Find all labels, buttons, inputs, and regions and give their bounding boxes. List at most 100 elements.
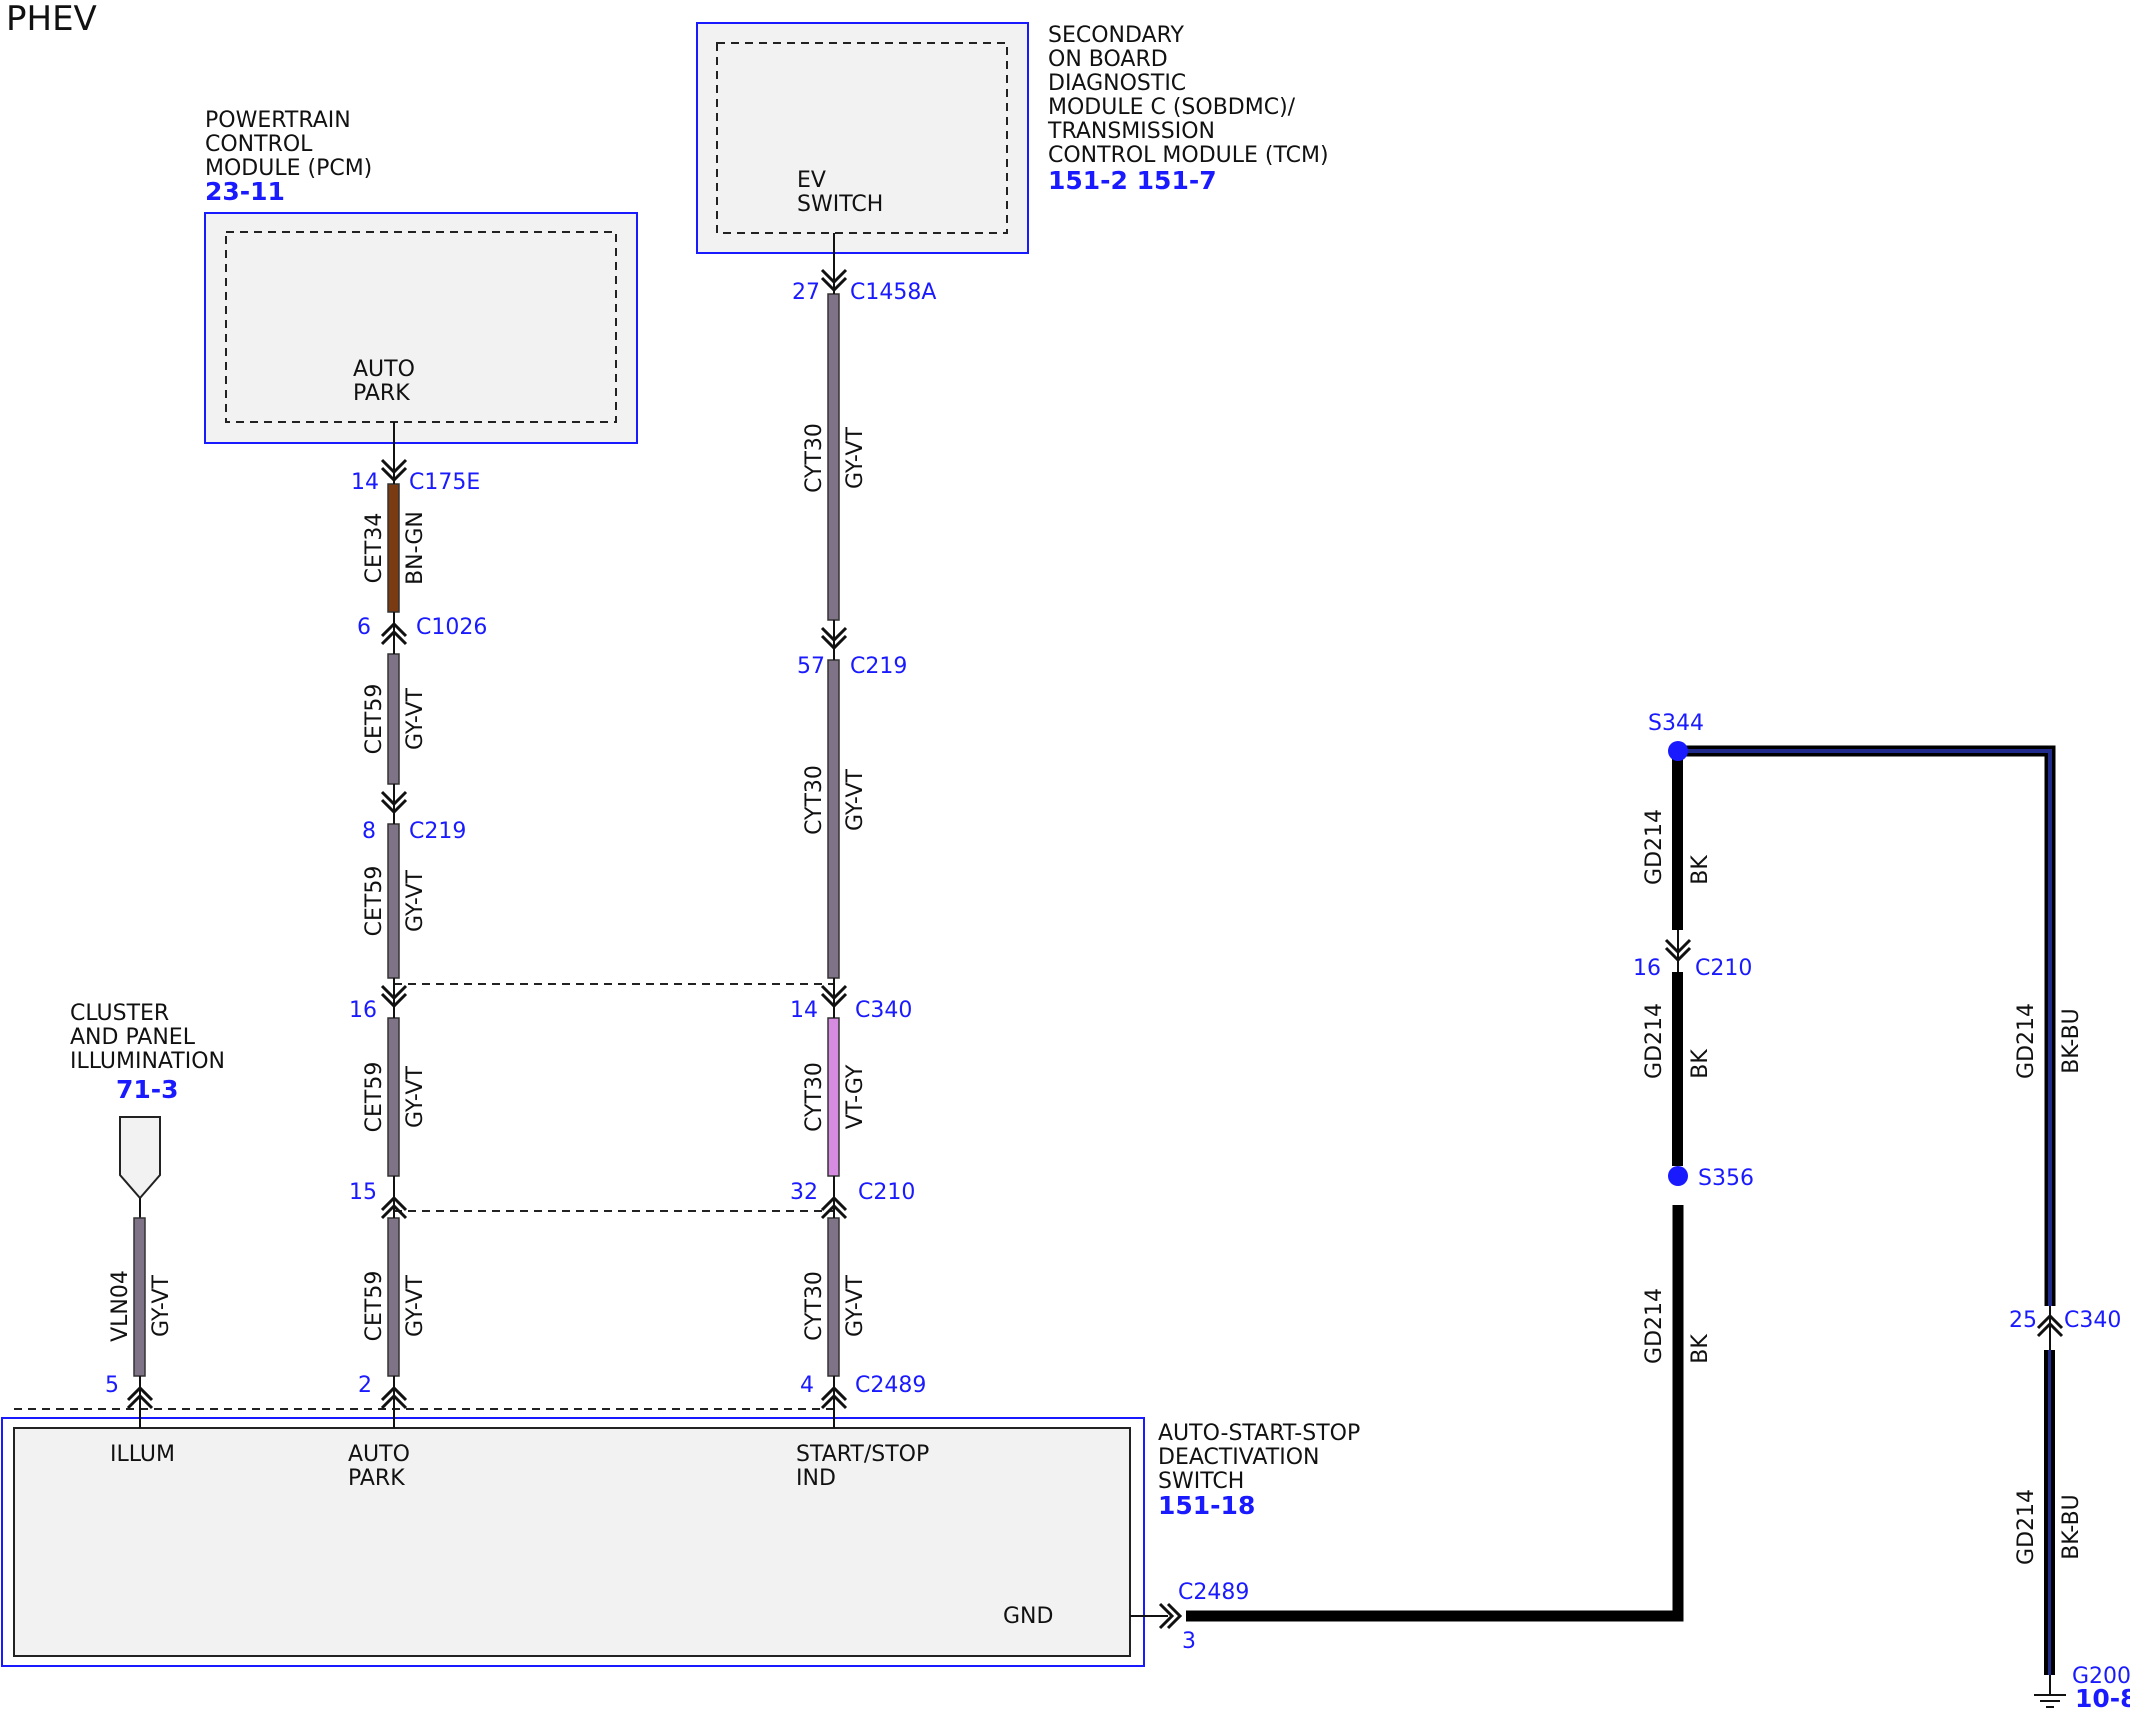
- c219-8-name[interactable]: C219: [409, 819, 466, 844]
- connector-c175e-chevron: [380, 452, 408, 484]
- cluster-name: CLUSTER AND PANEL ILLUMINATION: [70, 1001, 225, 1074]
- splice-s356[interactable]: [1668, 1166, 1688, 1186]
- wire-cet59-b-circuit: CET59: [362, 866, 387, 937]
- switch-pin-auto-park: AUTO PARK: [348, 1442, 417, 1491]
- c210-32-pin: 32: [790, 1180, 818, 1205]
- connector-c340-14-chevron: [820, 978, 848, 1018]
- pcm-name: POWERTRAIN CONTROL MODULE (PCM): [205, 108, 372, 181]
- wire-cet59-d[interactable]: [387, 1217, 400, 1377]
- wire-gd214-c-color: BK: [1688, 1334, 1713, 1364]
- pcm-module[interactable]: [204, 212, 638, 444]
- wire-gd214-a-color: BK: [1688, 855, 1713, 885]
- splice-s344[interactable]: [1668, 741, 1688, 761]
- wire-cyt30-d-color: GY-VT: [843, 1274, 868, 1336]
- splice-s344-label: S344: [1648, 711, 1704, 736]
- connector-pin2-chevron: [380, 1376, 408, 1410]
- cluster-ref[interactable]: 71-3: [116, 1075, 179, 1104]
- c1026-name[interactable]: C1026: [416, 615, 487, 640]
- switch-pin-illum: ILLUM: [110, 1442, 175, 1467]
- c2489-4-name[interactable]: C2489: [855, 1373, 926, 1398]
- wire-cet59-b[interactable]: [387, 823, 400, 979]
- wire-gd214-b-color: BK: [1688, 1049, 1713, 1079]
- wire-gd214-d[interactable]: [1678, 745, 2056, 1306]
- ground-ref[interactable]: 10-8: [2075, 1684, 2130, 1709]
- c2489-4-pin: 4: [800, 1373, 814, 1398]
- c219-8-pin: 8: [362, 819, 376, 844]
- wire-cet34-color: BN-GN: [403, 511, 428, 585]
- connector-c210-32-chevron: [820, 1176, 848, 1220]
- wire-gd214-d-color: BK-BU: [2059, 1008, 2084, 1074]
- wire-gd214-e-circuit: GD214: [2014, 1489, 2039, 1565]
- connector-pin15-chevron: [380, 1176, 408, 1220]
- c210-16-name[interactable]: C210: [1695, 956, 1752, 981]
- wire-cet59-a[interactable]: [387, 653, 400, 785]
- wire-vln04-circuit: VLN04: [108, 1270, 133, 1342]
- connector-c219-8-chevron: [380, 784, 408, 824]
- c340-25-pin: 25: [2009, 1308, 2037, 1333]
- wire-cyt30-c[interactable]: [827, 1017, 840, 1177]
- connector-c2489-3-chevron: [1158, 1602, 1183, 1630]
- c1026-pin: 6: [357, 615, 371, 640]
- wire-cyt30-d-circuit: CYT30: [802, 1271, 827, 1341]
- sobdmc-ref[interactable]: 151-2 151-7: [1048, 166, 1217, 195]
- c340-14-pin: 14: [790, 998, 818, 1023]
- pcm-pin-label: AUTO PARK: [353, 357, 422, 406]
- connector-c1458a-chevron: [820, 262, 848, 294]
- wire-gd214-a[interactable]: [1672, 758, 1683, 930]
- c210-16-pin: 16: [1633, 956, 1661, 981]
- wire-gd214-a-circuit: GD214: [1642, 809, 1667, 885]
- c1458a-name[interactable]: C1458A: [850, 280, 936, 305]
- wire-cyt30-a-color: GY-VT: [843, 426, 868, 488]
- page-title: PHEV: [6, 0, 97, 39]
- switch-name: AUTO-START-STOP DEACTIVATION SWITCH: [1158, 1421, 1367, 1494]
- connector-c219-57-chevron: [820, 620, 848, 660]
- wire-cyt30-a[interactable]: [827, 293, 840, 621]
- pin15-label: 15: [349, 1180, 377, 1205]
- connector-pin5-chevron: [126, 1376, 154, 1410]
- pin5-label: 5: [105, 1373, 119, 1398]
- wire-cyt30-b-circuit: CYT30: [802, 765, 827, 835]
- wire-cet34-circuit: CET34: [362, 513, 387, 584]
- c340-25-name[interactable]: C340: [2064, 1308, 2121, 1333]
- wire-cet59-a-color: GY-VT: [403, 687, 428, 749]
- ground-icon: [2034, 1675, 2066, 1708]
- wire-cet59-c-circuit: CET59: [362, 1062, 387, 1133]
- wire-cet59-b-color: GY-VT: [403, 869, 428, 931]
- connector-c340-25-chevron: [2036, 1306, 2064, 1350]
- wire-gd214-c-circuit: GD214: [1642, 1288, 1667, 1364]
- wire-gd214-c[interactable]: [1186, 1205, 1684, 1622]
- c340-14-name[interactable]: C340: [855, 998, 912, 1023]
- ground-name: G200: [2072, 1664, 2130, 1689]
- wire-cyt30-c-color: VT-GY: [843, 1064, 868, 1129]
- connector-c210-16-chevron: [1664, 930, 1692, 972]
- wire-gd214-b-circuit: GD214: [1642, 1003, 1667, 1079]
- cluster-arrow-icon[interactable]: [119, 1116, 161, 1200]
- c210-32-name[interactable]: C210: [858, 1180, 915, 1205]
- wire-cet34[interactable]: [387, 483, 400, 613]
- c219-57-name[interactable]: C219: [850, 654, 907, 679]
- sobdmc-module[interactable]: [696, 22, 1029, 254]
- connector-c2489-4-chevron: [820, 1376, 848, 1410]
- switch-pin-start-stop: START/STOP IND: [796, 1442, 936, 1491]
- wire-cyt30-b[interactable]: [827, 659, 840, 979]
- wire-cyt30-d[interactable]: [827, 1217, 840, 1377]
- c1458a-pin: 27: [792, 280, 820, 305]
- sobdmc-name: SECONDARY ON BOARD DIAGNOSTIC MODULE C (…: [1047, 23, 1329, 168]
- wire-cet59-c[interactable]: [387, 1017, 400, 1177]
- wire-cyt30-a-circuit: CYT30: [802, 423, 827, 493]
- c2489-3-pin: 3: [1182, 1629, 1196, 1654]
- connector-pin16-chevron: [380, 978, 408, 1018]
- pcm-ref[interactable]: 23-11: [205, 177, 285, 206]
- splice-s356-label: S356: [1698, 1166, 1754, 1191]
- wire-cet59-c-color: GY-VT: [403, 1065, 428, 1127]
- wire-gd214-b[interactable]: [1672, 972, 1683, 1166]
- switch-ref[interactable]: 151-18: [1158, 1491, 1255, 1520]
- c2489-3-name[interactable]: C2489: [1178, 1580, 1249, 1605]
- wire-cyt30-c-circuit: CYT30: [802, 1062, 827, 1132]
- pin16-label: 16: [349, 998, 377, 1023]
- switch-module[interactable]: [1, 1417, 1145, 1667]
- c175e-name[interactable]: C175E: [409, 470, 480, 495]
- wire-vln04[interactable]: [133, 1217, 146, 1377]
- wire-cyt30-b-color: GY-VT: [843, 768, 868, 830]
- wire-vln04-color: GY-VT: [149, 1274, 174, 1336]
